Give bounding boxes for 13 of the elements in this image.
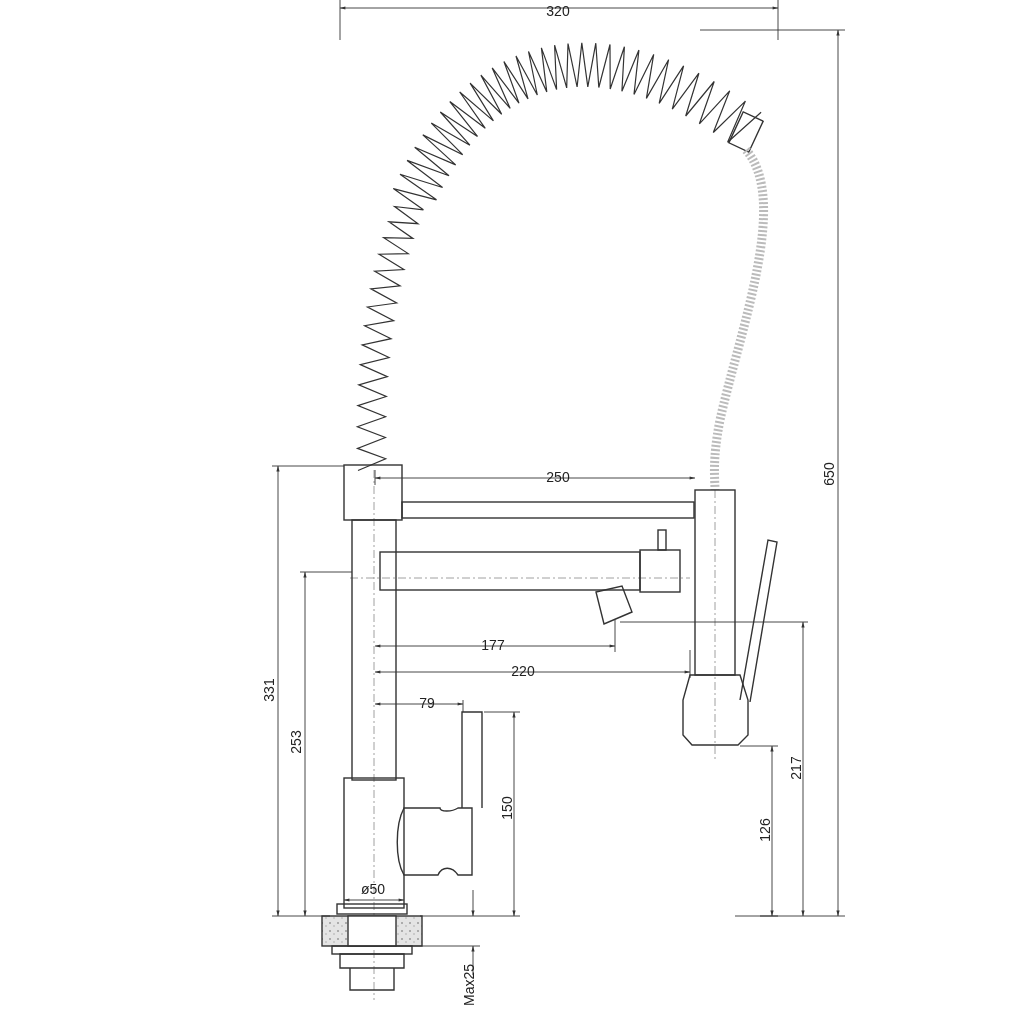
dimension-label: 320 bbox=[546, 3, 570, 19]
dimension-label: 79 bbox=[419, 695, 435, 711]
dimension-label: 253 bbox=[287, 730, 304, 754]
dimension-label: 220 bbox=[511, 663, 535, 679]
dimension-label: ø50 bbox=[360, 881, 386, 897]
dimension-label: 150 bbox=[498, 796, 515, 820]
dimension-label: 331 bbox=[260, 678, 277, 702]
dimension-label: 217 bbox=[787, 756, 804, 780]
dimension-label: 177 bbox=[481, 637, 505, 653]
dimension-label: 650 bbox=[820, 462, 837, 486]
dimension-label: 126 bbox=[756, 818, 773, 842]
dimension-label: Max25 bbox=[460, 964, 477, 1006]
dimension-label: 250 bbox=[546, 469, 570, 485]
